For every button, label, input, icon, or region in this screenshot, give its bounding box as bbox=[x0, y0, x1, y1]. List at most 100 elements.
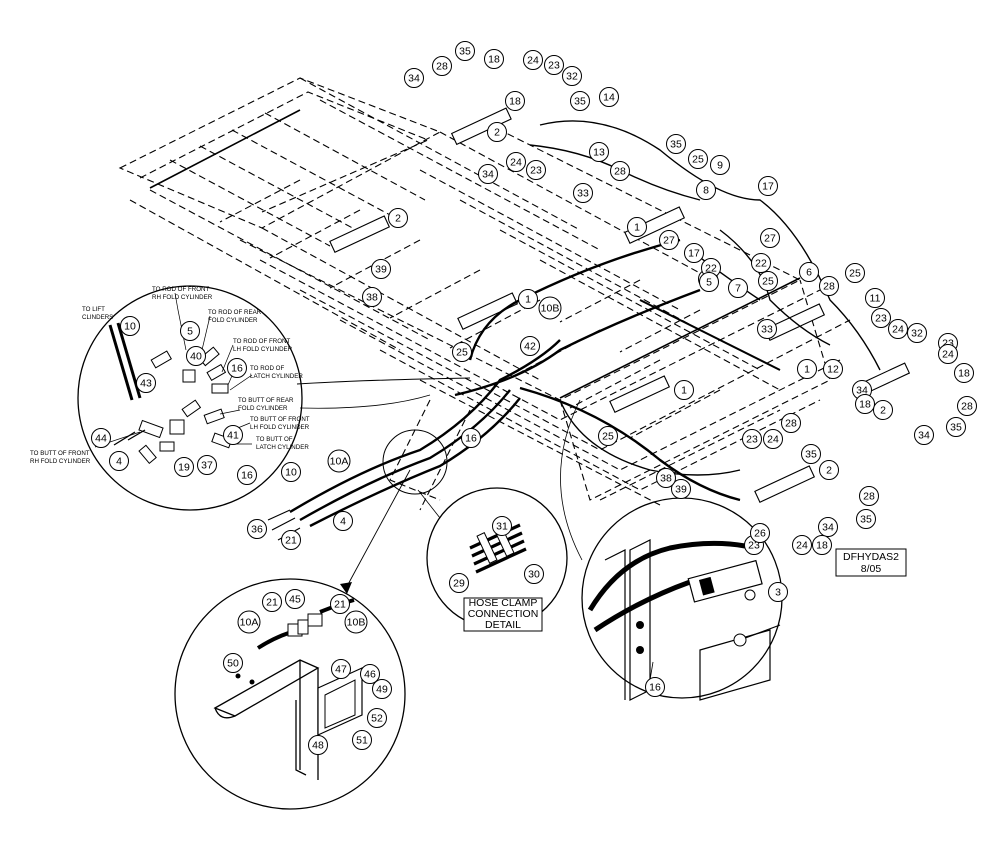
callout-number: 23 bbox=[746, 434, 758, 446]
callout-10A: 10A bbox=[327, 449, 351, 473]
callout-number: 35 bbox=[670, 139, 682, 151]
callout-number: 1 bbox=[804, 364, 810, 376]
callout-46: 46 bbox=[360, 664, 380, 684]
callout-number: 38 bbox=[366, 292, 378, 304]
callout-5: 5 bbox=[180, 321, 200, 341]
callout-number: 25 bbox=[849, 268, 861, 280]
callout-number: 28 bbox=[961, 401, 973, 413]
callout-16: 16 bbox=[645, 677, 665, 697]
callout-number: 33 bbox=[577, 188, 589, 200]
label-butt-latch-2: LATCH CYLINDER bbox=[256, 444, 309, 451]
callout-10A: 10A bbox=[237, 610, 261, 634]
callout-number: 24 bbox=[892, 324, 904, 336]
callout-number: 18 bbox=[509, 96, 521, 108]
label-cylinders: CLINDERS bbox=[82, 314, 113, 321]
callout-number: 23 bbox=[942, 338, 954, 350]
callout-number: 32 bbox=[566, 71, 578, 83]
callout-16: 16 bbox=[227, 358, 247, 378]
callout-19: 19 bbox=[174, 457, 194, 477]
callout-number: 46 bbox=[364, 669, 376, 681]
callout-number: 13 bbox=[593, 147, 605, 159]
callout-number: 17 bbox=[688, 248, 700, 260]
callout-number: 10B bbox=[541, 303, 560, 315]
callout-number: 24 bbox=[942, 349, 954, 361]
callout-16: 16 bbox=[461, 428, 481, 448]
callout-24: 24 bbox=[792, 535, 812, 555]
label-butt-front-lh-2: LH FOLD CYLINDER bbox=[250, 424, 310, 431]
implement-frame bbox=[118, 77, 851, 511]
callout-number: 31 bbox=[496, 521, 508, 533]
callout-number: 1 bbox=[525, 294, 531, 306]
callout-number: 28 bbox=[614, 166, 626, 178]
callout-28: 28 bbox=[859, 486, 879, 506]
callout-number: 2 bbox=[494, 127, 500, 139]
callout-number: 34 bbox=[822, 522, 834, 534]
label-rod-latch-2: LATCH CYLINDER bbox=[250, 373, 303, 380]
callout-43: 43 bbox=[136, 373, 156, 393]
callout-number: 14 bbox=[603, 92, 615, 104]
callout-44: 44 bbox=[91, 428, 111, 448]
callout-25: 25 bbox=[452, 342, 472, 362]
callout-number: 21 bbox=[266, 597, 278, 609]
callout-number: 27 bbox=[663, 235, 675, 247]
drawing-date: 8/05 bbox=[861, 563, 882, 575]
callout-number: 30 bbox=[528, 569, 540, 581]
label-rod-latch-1: TO ROD OF bbox=[250, 365, 284, 372]
callout-number: 41 bbox=[227, 430, 239, 442]
callout-number: 21 bbox=[334, 599, 346, 611]
callout-27: 27 bbox=[659, 230, 679, 250]
callout-number: 18 bbox=[488, 54, 500, 66]
callout-33: 33 bbox=[757, 319, 777, 339]
cylinder-hookup-detail bbox=[560, 399, 783, 701]
callout-51: 51 bbox=[352, 730, 372, 750]
callout-18: 18 bbox=[855, 394, 875, 414]
callout-number: 45 bbox=[289, 594, 301, 606]
label-butt-front-rh-2: RH FOLD CYLINDER bbox=[30, 458, 91, 465]
callout-number: 35 bbox=[574, 96, 586, 108]
callout-number: 28 bbox=[863, 491, 875, 503]
hydraulic-hoses bbox=[289, 120, 881, 528]
callout-number: 11 bbox=[870, 293, 881, 305]
callout-number: 17 bbox=[762, 181, 774, 193]
callout-24: 24 bbox=[938, 344, 958, 364]
callout-34: 34 bbox=[404, 68, 424, 88]
callout-30: 30 bbox=[524, 564, 544, 584]
callout-number: 35 bbox=[805, 449, 817, 461]
callout-52: 52 bbox=[367, 708, 387, 728]
callout-10: 10 bbox=[281, 462, 301, 482]
callout-number: 24 bbox=[796, 540, 808, 552]
label-rod-front-rh-1: TO ROD OF FRONT bbox=[152, 286, 210, 293]
callout-24: 24 bbox=[888, 319, 908, 339]
callout-24: 24 bbox=[523, 50, 543, 70]
callout-39: 39 bbox=[371, 259, 391, 279]
callout-17: 17 bbox=[758, 176, 778, 196]
callout-28: 28 bbox=[610, 161, 630, 181]
drawing-id: DFHYDAS2 bbox=[843, 551, 899, 563]
callout-number: 22 bbox=[755, 258, 767, 270]
callout-number: 22 bbox=[705, 263, 717, 275]
callout-9: 9 bbox=[710, 155, 730, 175]
callout-number: 42 bbox=[524, 341, 536, 353]
callout-number: 34 bbox=[856, 385, 868, 397]
callout-27: 27 bbox=[760, 228, 780, 248]
label-butt-rear-1: TO BUTT OF REAR bbox=[238, 397, 294, 404]
callout-number: 39 bbox=[375, 264, 387, 276]
cylinder-wing-upper bbox=[329, 215, 391, 253]
callout-23: 23 bbox=[742, 429, 762, 449]
callout-number: 34 bbox=[918, 430, 930, 442]
callout-number: 49 bbox=[376, 684, 388, 696]
label-butt-front-lh-1: TO BUTT OF FRONT bbox=[250, 416, 310, 423]
callout-10B: 10B bbox=[538, 296, 562, 320]
drawing-id-box: DFHYDAS2 8/05 bbox=[835, 548, 907, 577]
callout-number: 44 bbox=[95, 433, 107, 445]
callout-number: 10 bbox=[124, 321, 136, 333]
callout-number: 12 bbox=[827, 364, 839, 376]
callout-number: 34 bbox=[408, 73, 420, 85]
callout-35: 35 bbox=[856, 509, 876, 529]
callout-32: 32 bbox=[907, 323, 927, 343]
label-rod-rear-1: TO ROD OF REAR bbox=[208, 309, 262, 316]
callout-24: 24 bbox=[763, 429, 783, 449]
callout-number: 28 bbox=[785, 418, 797, 430]
callout-2: 2 bbox=[487, 122, 507, 142]
callout-21: 21 bbox=[330, 594, 350, 614]
